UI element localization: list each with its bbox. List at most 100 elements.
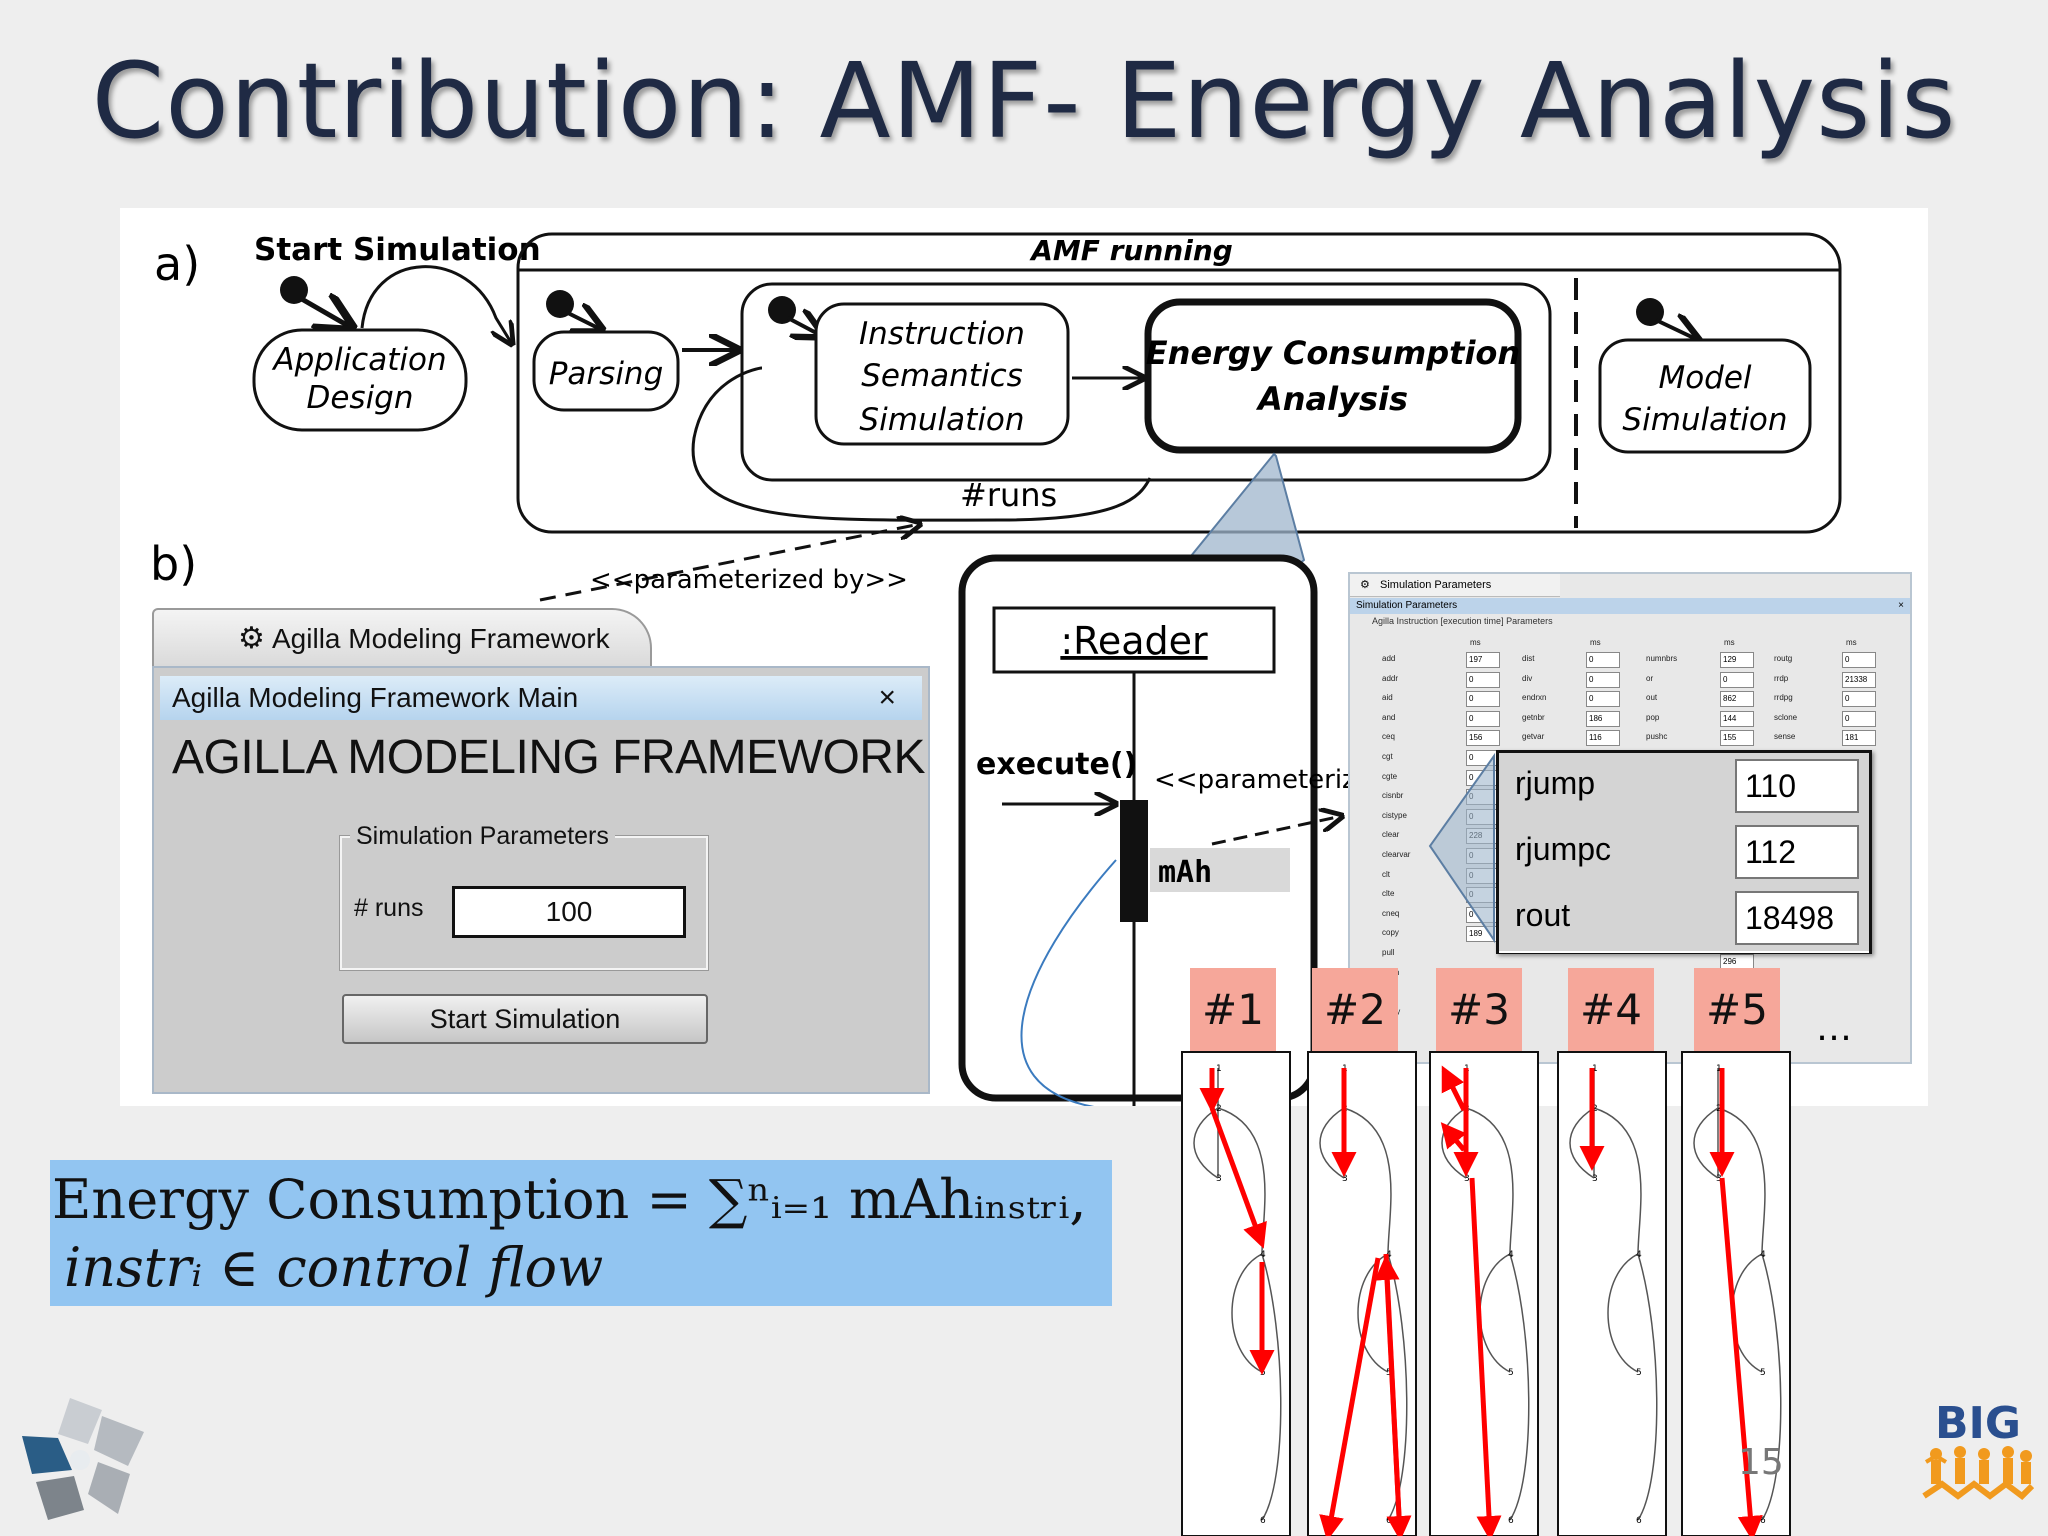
run-label-3: #3	[1436, 968, 1522, 1052]
param-name: add	[1382, 654, 1396, 663]
param-value-field[interactable]: 0	[1586, 652, 1620, 668]
simulation-parameters-legend: Simulation Parameters	[350, 822, 615, 851]
param-name: or	[1646, 673, 1654, 683]
param-name: clear	[1382, 830, 1400, 840]
param-value-field[interactable]: 21338	[1842, 671, 1876, 688]
param-value-field[interactable]: 0	[1586, 671, 1620, 688]
model-sim-line1: Model	[1658, 360, 1751, 396]
cfg-node-label: 3	[1592, 1174, 1598, 1184]
big-logo-icon: BIG	[1922, 1398, 2034, 1500]
cfg-node-label: 6	[1636, 1516, 1642, 1526]
run-label-2: #2	[1312, 968, 1398, 1052]
zoom-row-value[interactable]: 110	[1735, 759, 1859, 813]
agilla-titlebar: Agilla Modeling Framework Main ×	[160, 676, 922, 720]
zoom-row: rjump 110	[1499, 753, 1869, 821]
param-value-field[interactable]: 0	[1466, 710, 1500, 727]
run-label-5: #5	[1694, 968, 1780, 1052]
param-value-field[interactable]: 197	[1466, 652, 1500, 668]
param-name: rrdp	[1774, 673, 1789, 683]
university-logo-icon	[22, 1398, 144, 1520]
zoom-row-name: rjumpc	[1515, 831, 1612, 867]
params-titlebar: Simulation Parameters ×	[1350, 598, 1910, 614]
param-value-field[interactable]: 186	[1586, 710, 1620, 727]
close-icon[interactable]: ×	[1898, 600, 1904, 611]
cfg-column	[1557, 1051, 1667, 1536]
close-icon[interactable]: ×	[878, 681, 896, 714]
parameterized-by-label-1: <<parameterized by>>	[590, 565, 908, 595]
unit-label: ms	[1846, 638, 1857, 647]
param-value-field[interactable]: 129	[1720, 652, 1754, 668]
simulation-parameters-tab[interactable]: ⚙ Simulation Parameters	[1350, 574, 1560, 597]
zoom-row-name: rjump	[1515, 765, 1596, 801]
cfg-node-label: 3	[1342, 1174, 1348, 1184]
state-application-design	[252, 328, 468, 432]
cfg-node-label: 3	[1716, 1174, 1722, 1184]
model-sim-line2: Simulation	[1622, 402, 1787, 438]
param-value-field[interactable]: 0	[1586, 691, 1620, 708]
param-name: cgt	[1382, 752, 1393, 761]
param-value-field[interactable]: 0	[1842, 710, 1876, 727]
app-design-line2: Design	[306, 380, 413, 416]
param-value-field[interactable]: 0	[1842, 652, 1876, 668]
param-value-field[interactable]: 0	[1466, 691, 1500, 708]
slide-title: Contribution: AMF- Energy Analysis	[91, 40, 1957, 162]
cfg-node-label: 4	[1260, 1250, 1266, 1260]
cfg-node-label: 5	[1508, 1368, 1514, 1378]
agilla-heading: AGILLA MODELING FRAMEWORK	[172, 731, 925, 784]
page-number: 15	[1738, 1442, 1784, 1483]
zoom-row-value[interactable]: 112	[1735, 825, 1859, 879]
runs-input[interactable]: 100	[452, 886, 686, 938]
state-instruction-simulation	[814, 302, 1070, 446]
energy-formula-line1: Energy Consumption = ∑ⁿᵢ₌₁ mAhᵢₙₛₜᵣᵢ,	[52, 1168, 1087, 1231]
param-value-field[interactable]: 116	[1586, 730, 1620, 747]
start-simulation-label: Start Simulation	[254, 232, 541, 268]
cfg-node-label: 3	[1216, 1174, 1222, 1184]
cfg-node-label: 6	[1760, 1516, 1766, 1526]
run-ellipsis: …	[1816, 1008, 1852, 1049]
param-value-field[interactable]: 181	[1842, 730, 1876, 747]
cfg-path-arrow	[1319, 1257, 1381, 1536]
mah-box	[1150, 848, 1290, 892]
unit-label: ms	[1724, 638, 1735, 647]
cfg-path-arrow	[1719, 1177, 1763, 1536]
run-label-4: #4	[1568, 968, 1654, 1052]
param-value-field[interactable]: 155	[1720, 730, 1754, 747]
cfg-node-label: 6	[1260, 1516, 1266, 1526]
cfg-node-label: 4	[1508, 1250, 1514, 1260]
param-value-field[interactable]: 862	[1720, 691, 1754, 708]
param-name: clte	[1382, 889, 1395, 899]
cfg-node-label: 2	[1592, 1104, 1598, 1114]
cfg-node-label: 1	[1716, 1064, 1722, 1074]
param-value-field[interactable]: 156	[1466, 730, 1500, 747]
cfg-node-label: 2	[1216, 1104, 1222, 1114]
params-title-label: Simulation Parameters	[1356, 600, 1458, 611]
params-group-label: Agilla Instruction [execution time] Para…	[1372, 616, 1553, 626]
start-simulation-button[interactable]: Start Simulation	[342, 994, 708, 1044]
cfg-node-label: 1	[1216, 1064, 1222, 1074]
param-value-field[interactable]: 0	[1720, 671, 1754, 688]
amf-running-label: AMF running	[1029, 234, 1233, 267]
label-a: a)	[154, 237, 200, 291]
mah-label: mAh	[1158, 855, 1212, 890]
energy-formula-line2: instrᵢ ∈ control flow	[64, 1236, 604, 1299]
cfg-path-arrow	[1441, 1065, 1467, 1112]
param-name: pull	[1382, 948, 1395, 957]
zoom-row-value[interactable]: 18498	[1735, 891, 1859, 945]
execute-label: execute()	[976, 747, 1137, 782]
energy-analysis-line1: Energy Consumption	[1146, 334, 1520, 372]
cfg-path-arrow	[1469, 1177, 1502, 1536]
param-value-field[interactable]: 144	[1720, 710, 1754, 727]
cfg-column	[1307, 1051, 1417, 1536]
cfg-path-arrow	[1440, 1122, 1467, 1152]
param-name: cneq	[1382, 908, 1400, 918]
param-name: copy	[1382, 928, 1399, 938]
cfg-column	[1181, 1051, 1291, 1536]
param-value-field[interactable]: 0	[1842, 691, 1876, 708]
cfg-node-label: 6	[1508, 1516, 1514, 1526]
energy-formula-box: Energy Consumption = ∑ⁿᵢ₌₁ mAhᵢₙₛₜᵣᵢ, in…	[50, 1160, 1112, 1306]
param-value-field[interactable]: 0	[1466, 671, 1500, 688]
param-name: and	[1382, 712, 1396, 722]
cfg-node-label: 5	[1636, 1368, 1642, 1378]
cfg-node-label: 4	[1636, 1250, 1642, 1260]
